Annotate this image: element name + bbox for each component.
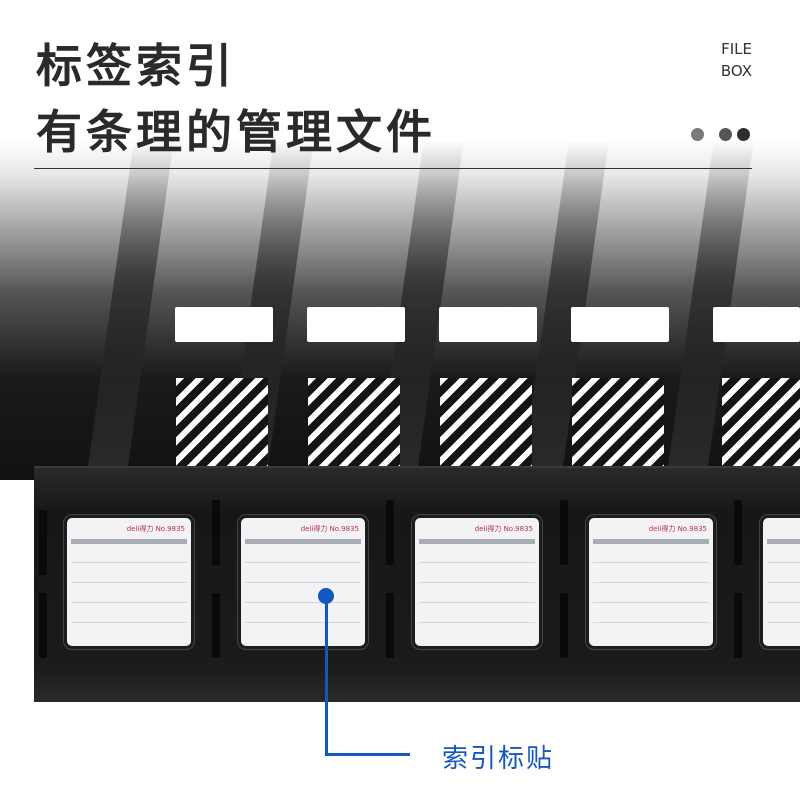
hatch-panel bbox=[440, 378, 532, 466]
window bbox=[713, 307, 800, 342]
hatch-panel bbox=[176, 378, 268, 466]
dot-icon bbox=[737, 128, 750, 141]
index-label: deli得力 No.9835 bbox=[63, 514, 195, 650]
slot bbox=[386, 500, 394, 565]
window bbox=[439, 307, 537, 342]
hatch-panel bbox=[722, 378, 800, 466]
callout-dot bbox=[318, 588, 334, 604]
slot bbox=[39, 510, 47, 575]
slot bbox=[212, 500, 220, 565]
brand: deli得力 bbox=[474, 525, 502, 533]
model: No.9835 bbox=[155, 525, 185, 533]
index-label: deli得力 No.9835 bbox=[237, 514, 369, 650]
brand: deli得力 bbox=[300, 525, 328, 533]
hatch-panel bbox=[572, 378, 664, 466]
index-label: deli得力 No.9835 bbox=[411, 514, 543, 650]
divider-line bbox=[34, 168, 752, 169]
slot bbox=[560, 593, 568, 658]
window bbox=[307, 307, 405, 342]
model: No.9835 bbox=[677, 525, 707, 533]
slot bbox=[734, 593, 742, 658]
dot-icon bbox=[719, 128, 732, 141]
model: No.9835 bbox=[503, 525, 533, 533]
dot-icon bbox=[691, 128, 704, 141]
callout-line bbox=[325, 596, 410, 756]
title-line-2: 有条理的管理文件 bbox=[36, 105, 436, 159]
brand: deli得力 bbox=[126, 525, 154, 533]
window bbox=[571, 307, 669, 342]
title-line-1: 标签索引 bbox=[36, 39, 236, 93]
model: No.9835 bbox=[329, 525, 359, 533]
slot bbox=[39, 593, 47, 658]
callout-label: 索引标贴 bbox=[442, 744, 555, 774]
window bbox=[175, 307, 273, 342]
file-box-tag: FILE BOX bbox=[720, 40, 752, 80]
slot bbox=[734, 500, 742, 565]
slot bbox=[212, 593, 220, 658]
index-label bbox=[759, 514, 800, 650]
hatch-panel bbox=[308, 378, 400, 466]
slot bbox=[560, 500, 568, 565]
slot bbox=[386, 593, 394, 658]
index-label: deli得力 No.9835 bbox=[585, 514, 717, 650]
brand: deli得力 bbox=[648, 525, 676, 533]
